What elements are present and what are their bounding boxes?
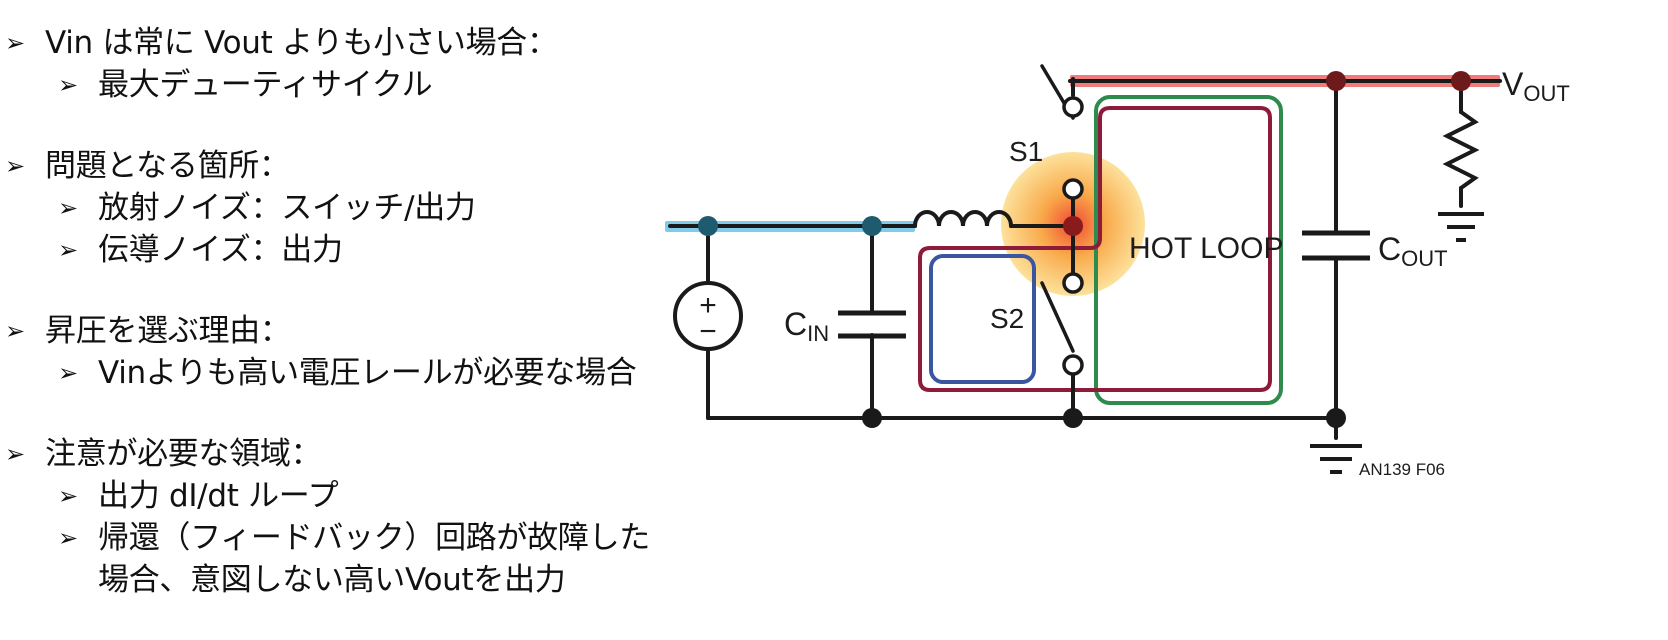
bullet-text: Vin は常に Vout よりも小さい場合： — [45, 25, 558, 61]
bullet-text: 昇圧を選ぶ理由： — [45, 313, 291, 349]
ground-icon — [1438, 212, 1484, 242]
hot-loop-label: HOT LOOP — [1129, 232, 1283, 265]
arrow-bullet-icon: ➢ — [5, 29, 25, 57]
sub-bullet-item: ➢ Vinよりも高い電圧レールが必要な場合 — [0, 352, 660, 394]
circuit-wires — [668, 64, 1502, 440]
bullet-group-1: ➢ Vin は常に Vout よりも小さい場合： ➢ 最大デューティサイクル — [0, 22, 660, 106]
bullet-group-4: ➢ 注意が必要な領域： ➢ 出力 dI/dt ループ ➢ 帰還（フィードバック）… — [0, 433, 660, 601]
arrow-bullet-icon: ➢ — [58, 71, 78, 99]
cout-capacitor — [1302, 230, 1370, 261]
figure-code: AN139 F06 — [1359, 460, 1445, 479]
sub-bullet-text: 出力 dI/dt ループ — [98, 478, 339, 514]
hot-loop — [918, 106, 1272, 392]
bullet-group-2: ➢ 問題となる箇所： ➢ 放射ノイズ：スイッチ/出力 ➢ 伝導ノイズ：出力 — [0, 145, 660, 271]
sub-bullet-item: ➢ 出力 dI/dt ループ — [0, 475, 660, 517]
s2-label: S2 — [990, 303, 1024, 334]
arrow-bullet-icon: ➢ — [58, 524, 78, 552]
sub-bullet-item: ➢ 放射ノイズ：スイッチ/出力 — [0, 187, 660, 229]
sub-bullet-item: ➢ 最大デューティサイクル — [0, 64, 660, 106]
arrow-bullet-icon: ➢ — [58, 359, 78, 387]
cout-label: COUT — [1378, 231, 1448, 271]
voltage-source-icon — [673, 281, 743, 351]
sub-bullet-text: 放射ノイズ：スイッチ/出力 — [98, 190, 476, 226]
sub-bullet-text: 最大デューティサイクル — [98, 67, 433, 103]
sub-bullet-text: 帰還（フィードバック）回路が故障した — [98, 520, 650, 556]
arrow-bullet-icon: ➢ — [5, 152, 25, 180]
sub-bullet-continuation: 場合、意図しない高いVoutを出力 — [0, 559, 660, 601]
boost-converter-schematic: + − VIN VOUT CIN COUT S1 — [665, 64, 1570, 479]
sub-bullet-text: Vinよりも高い電圧レールが必要な場合 — [98, 355, 637, 391]
cin-label: CIN — [784, 306, 829, 346]
arrow-bullet-icon: ➢ — [5, 317, 25, 345]
green-loop — [1094, 95, 1283, 405]
switch-terminals — [1062, 96, 1084, 376]
sub-bullet-item: ➢ 伝導ノイズ：出力 — [0, 229, 660, 271]
blue-loop — [929, 254, 1036, 384]
bullet-text: 問題となる箇所： — [45, 148, 290, 184]
bullet-item: ➢ 昇圧を選ぶ理由： — [0, 310, 660, 352]
sub-bullet-text: 伝導ノイズ：出力 — [98, 232, 343, 268]
source-minus-sign: − — [699, 315, 717, 348]
cin-capacitor — [838, 310, 906, 339]
arrow-bullet-icon: ➢ — [58, 194, 78, 222]
vout-label: VOUT — [1502, 66, 1570, 106]
bullet-list: ➢ Vin は常に Vout よりも小さい場合： ➢ 最大デューティサイクル ➢… — [0, 22, 660, 640]
arrow-bullet-icon: ➢ — [58, 482, 78, 510]
circuit-nodes — [698, 71, 1471, 428]
arrow-bullet-icon: ➢ — [58, 236, 78, 264]
bullet-item: ➢ 問題となる箇所： — [0, 145, 660, 187]
bullet-text: 注意が必要な領域： — [45, 436, 322, 472]
sub-bullet-text: 場合、意図しない高いVoutを出力 — [98, 562, 566, 598]
sub-bullet-item: ➢ 帰還（フィードバック）回路が故障した — [0, 517, 660, 559]
arrow-bullet-icon: ➢ — [5, 440, 25, 468]
source-plus-sign: + — [699, 289, 717, 322]
s1-label: S1 — [1009, 136, 1043, 167]
bullet-item: ➢ Vin は常に Vout よりも小さい場合： — [0, 22, 660, 64]
ground-icon — [1310, 444, 1362, 474]
bullet-item: ➢ 注意が必要な領域： — [0, 433, 660, 475]
bullet-group-3: ➢ 昇圧を選ぶ理由： ➢ Vinよりも高い電圧レールが必要な場合 — [0, 310, 660, 394]
